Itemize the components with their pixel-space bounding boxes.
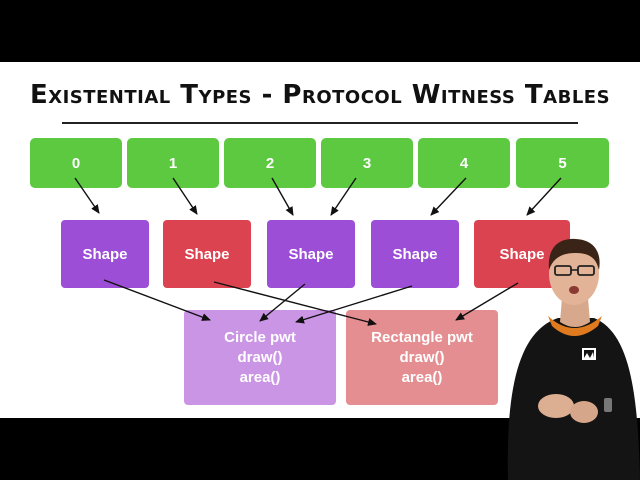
arrow-shape1-to-rectangle-pwt bbox=[213, 281, 377, 326]
index-box-3: 3 bbox=[321, 138, 413, 188]
arrow-index0-to-shape0 bbox=[74, 177, 100, 214]
arrows-layer bbox=[74, 177, 562, 326]
arrow-index1-to-shape1 bbox=[172, 177, 198, 215]
rectangle-pwt-title: Rectangle pwt bbox=[371, 328, 473, 346]
title-underline bbox=[62, 122, 578, 124]
shape-box-1: Shape bbox=[163, 220, 251, 288]
arrow-shape3-to-circle-pwt bbox=[295, 285, 413, 324]
rectangle-pwt-method-draw: draw() bbox=[399, 348, 445, 366]
arrow-index5-to-shape5 bbox=[526, 177, 562, 216]
arrow-index3-to-shape3 bbox=[330, 177, 357, 216]
circle-pwt-title: Circle pwt bbox=[224, 328, 296, 346]
presenter-video bbox=[507, 238, 640, 480]
shape-box-2: Shape bbox=[267, 220, 355, 288]
arrow-index4-to-shape4 bbox=[430, 177, 467, 216]
arrow-shape2-to-circle-pwt bbox=[259, 283, 306, 322]
index-box-2: 2 bbox=[224, 138, 316, 188]
rectangle-pwt-box: Rectangle pwt draw() area() bbox=[346, 310, 498, 405]
index-box-5: 5 bbox=[516, 138, 609, 188]
arrow-index2-to-shape2 bbox=[271, 177, 294, 216]
arrow-shape0-to-circle-pwt bbox=[103, 279, 211, 321]
slide-title: Existential Types - Protocol Witness Tab… bbox=[29, 80, 611, 110]
shape-box-3: Shape bbox=[371, 220, 459, 288]
index-box-1: 1 bbox=[127, 138, 219, 188]
brand-logo-icon bbox=[0, 359, 60, 418]
rectangle-pwt-method-area: area() bbox=[401, 368, 443, 386]
shape-box-0: Shape bbox=[61, 220, 149, 288]
circle-pwt-box: Circle pwt draw() area() bbox=[184, 310, 336, 405]
circle-pwt-method-area: area() bbox=[239, 368, 281, 386]
slide: Existential Types - Protocol Witness Tab… bbox=[0, 62, 640, 418]
arrow-shape4-to-rectangle-pwt bbox=[455, 282, 519, 321]
circle-pwt-method-draw: draw() bbox=[237, 348, 283, 366]
